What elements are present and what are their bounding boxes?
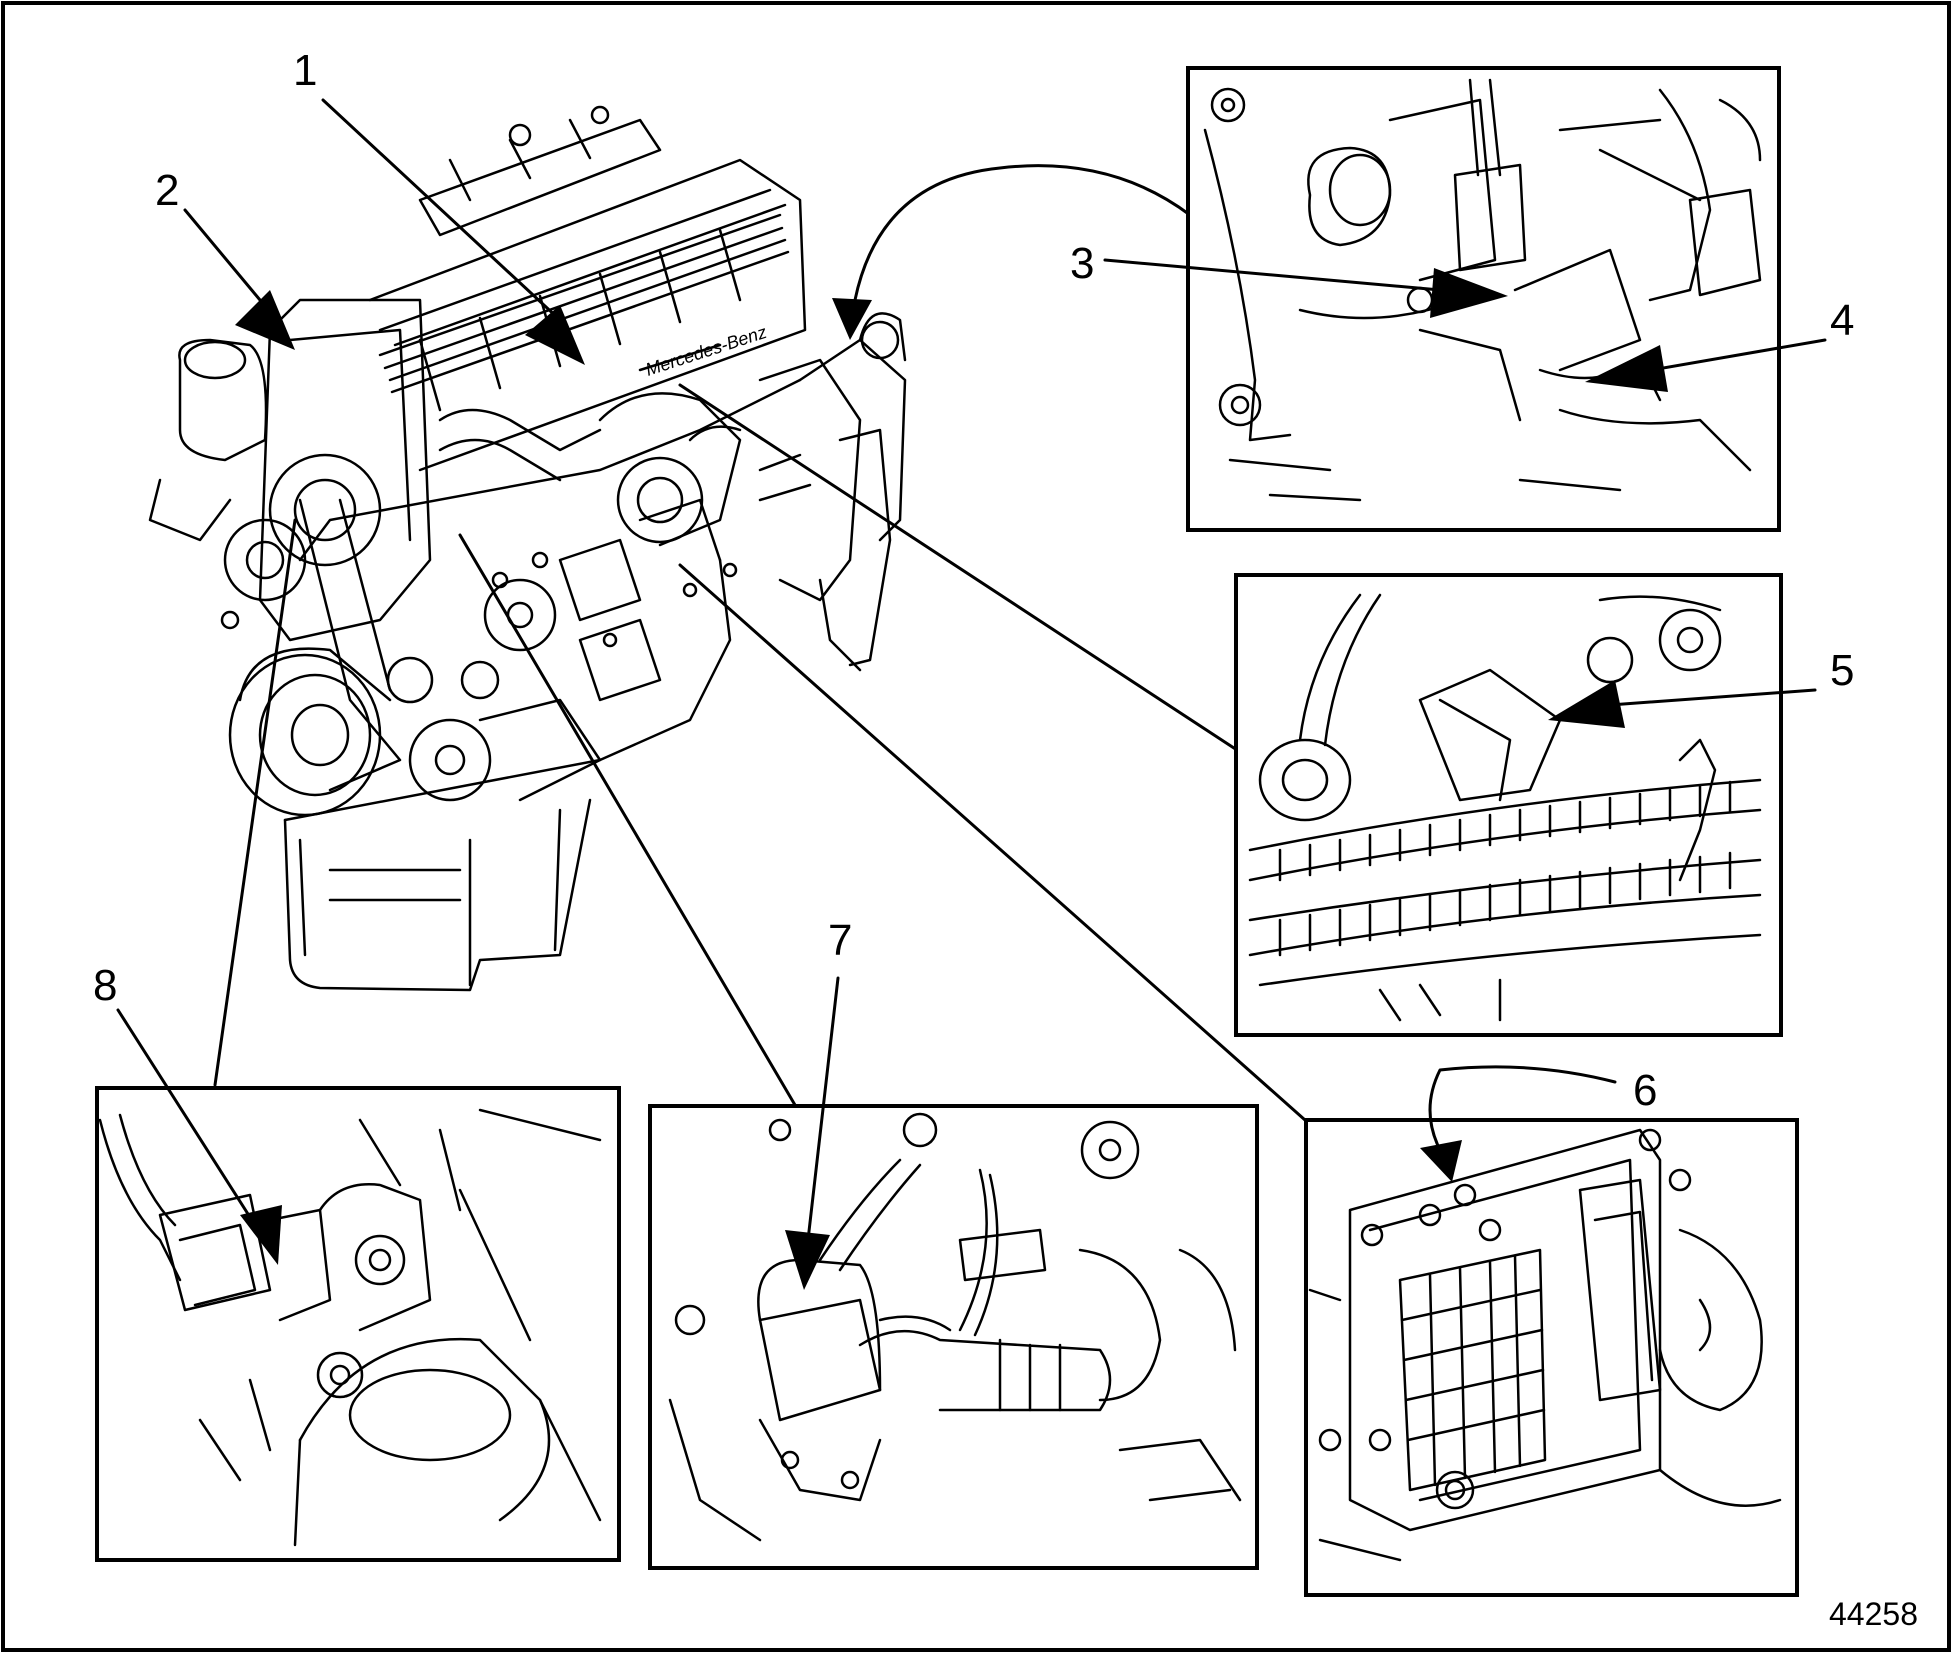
detail-panel-7: [648, 976, 1259, 1570]
callout-label-7: 7: [828, 916, 852, 965]
callout-2-leader: [183, 208, 295, 350]
detail-panel-6: [1304, 1065, 1799, 1597]
callout-label-4: 4: [1830, 296, 1854, 345]
callout-label-3: 3: [1070, 239, 1094, 288]
callout-label-1: 1: [293, 46, 317, 95]
arrow-head-8: [240, 1205, 282, 1265]
arrow-head-4: [1585, 345, 1668, 392]
arrow-head-6: [1420, 1140, 1462, 1182]
engine-drawing: [148, 105, 907, 992]
arrow-head-7: [785, 1230, 830, 1290]
arrow-head-5: [1548, 680, 1625, 728]
callout-label-8: 8: [93, 961, 117, 1010]
arrow-head-curve: [832, 298, 872, 340]
leader-lines: [213, 164, 1307, 1122]
callout-label-6: 6: [1633, 1066, 1657, 1115]
arrow-head-1: [525, 305, 585, 365]
detail-panel-3-4: [1103, 66, 1827, 532]
detail-panel-8: [95, 1008, 621, 1562]
detail-frame-6: [1304, 1118, 1799, 1597]
detail-frame-8: [95, 1086, 621, 1562]
detail-frame-7: [648, 1104, 1259, 1570]
figure-number: 44258: [1829, 1596, 1918, 1632]
callout-label-2: 2: [155, 166, 179, 215]
arrow-head-2: [235, 290, 295, 350]
callout-label-5: 5: [1830, 646, 1854, 695]
arrow-head-3: [1430, 268, 1508, 318]
callout-1-leader: [321, 98, 585, 365]
detail-panel-5: [1234, 573, 1817, 1037]
